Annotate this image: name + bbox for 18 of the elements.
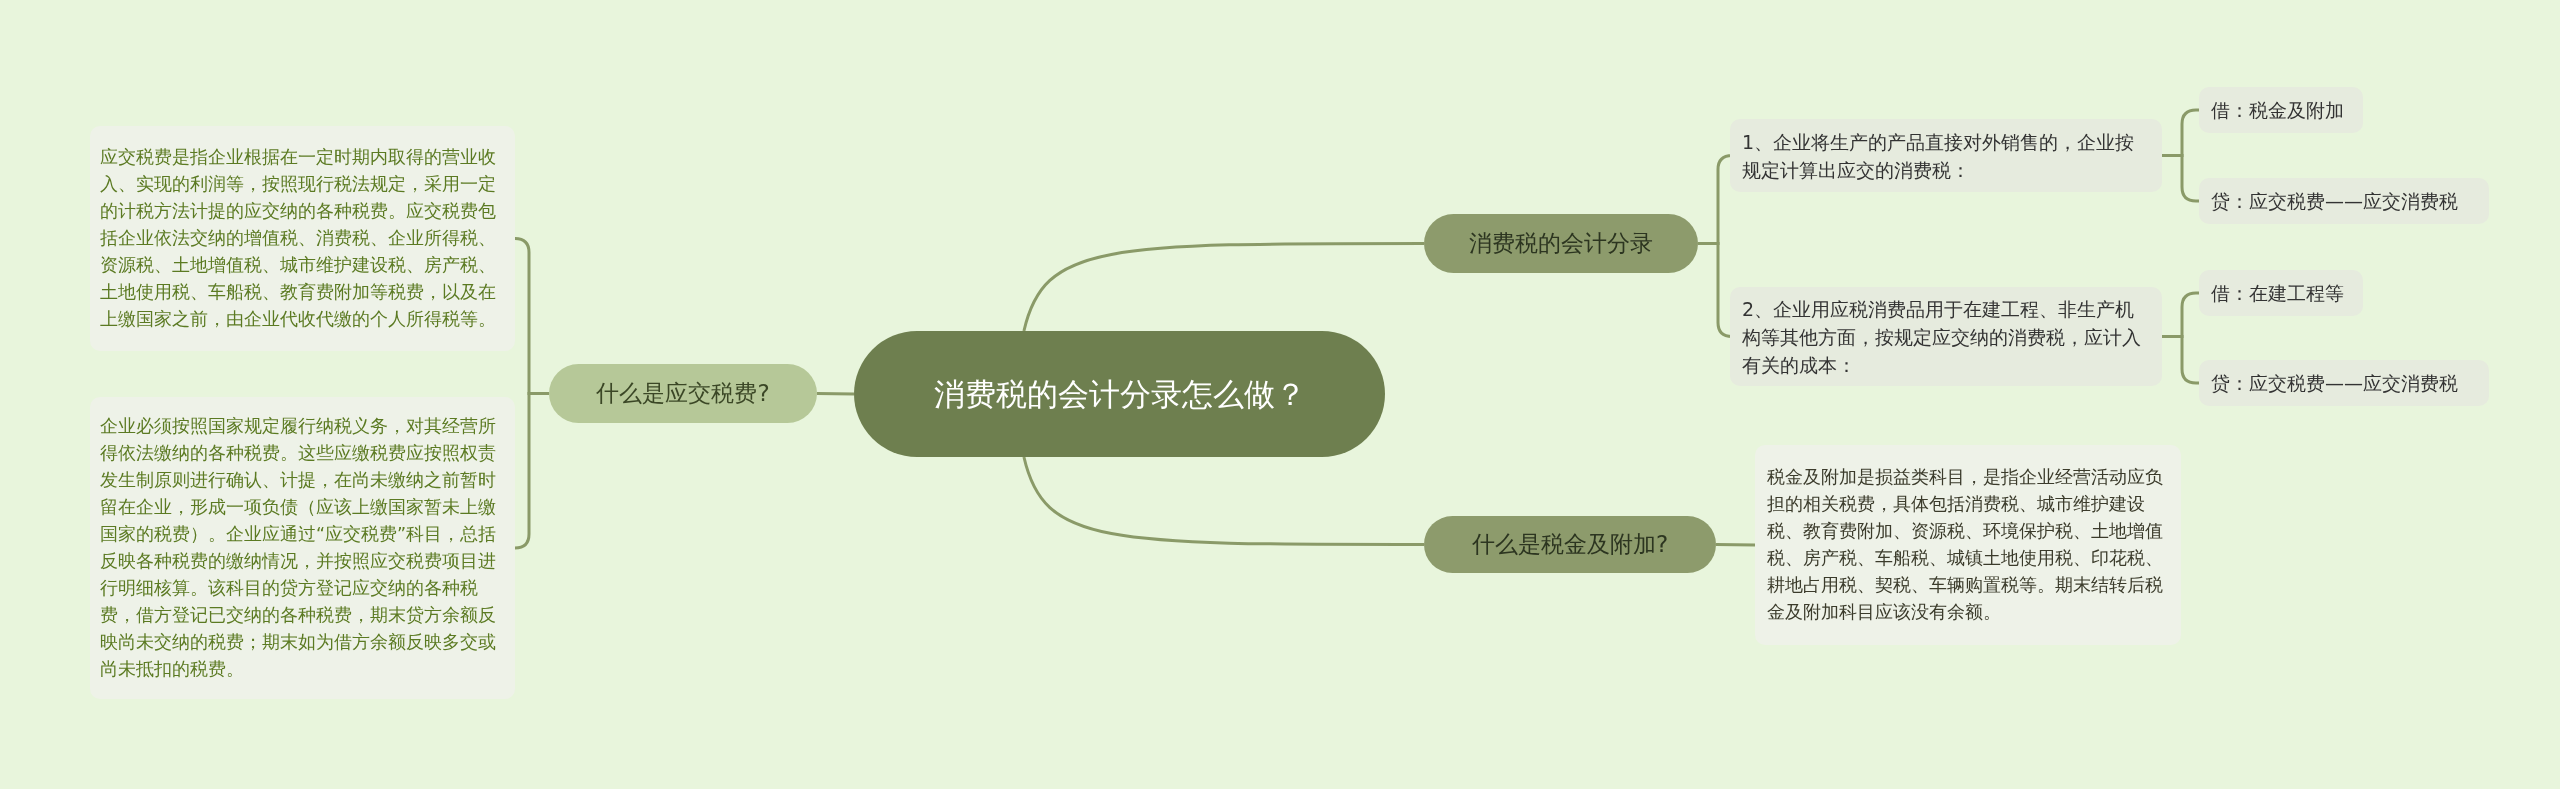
text-card: 税金及附加是损益类科目，是指企业经营活动应负担的相关税费，具体包括消费税、城市维护建设税、教育费附加、资源税、环境保护税、土地增值税、房产税、车船税、城镇土地使用税、印花税、耕地占用税、契税、车辆购置税等。期末结转后税金及附加科目应该没有余额。	[1755, 445, 2181, 645]
text-card: 借：税金及附加	[2199, 87, 2363, 133]
root-topic: 消费税的会计分录怎么做？	[854, 331, 1385, 457]
connector-line	[1022, 242, 1424, 332]
text-card: 借：在建工程等	[2199, 270, 2363, 316]
connector-line	[816, 392, 855, 396]
connector-line	[1715, 543, 1756, 547]
text-card: 贷：应交税费——应交消费税	[2199, 360, 2489, 406]
text-card: 1、企业将生产的产品直接对外销售的，企业按规定计算出应交的消费税：	[1730, 119, 2162, 192]
text-card: 2、企业用应税消费品用于在建工程、非生产机构等其他方面，按规定应交纳的消费税，应计入有关的成本：	[1730, 287, 2162, 386]
text-card: 应交税费是指企业根据在一定时期内取得的营业收入、实现的利润等，按照现行税法规定，采用一定的计税方法计提的应交纳的各种税费。应交税费包括企业依法交纳的增值税、消费税、企业所得税、资源税、土地增值税、城市维护建设税、房产税、土地使用税、车船税、教育费附加等税费，以及在上缴国家之前，由企业代收代缴的个人所得税等。	[90, 126, 515, 351]
topic-pill: 什么是税金及附加?	[1424, 516, 1716, 573]
topic-pill: 消费税的会计分录	[1424, 214, 1698, 273]
text-card: 贷：应交税费——应交消费税	[2199, 178, 2489, 224]
text-card: 企业必须按照国家规定履行纳税义务，对其经营所得依法缴纳的各种税费。这些应缴税费应按照权责发生制原则进行确认、计提，在尚未缴纳之前暂时留在企业，形成一项负债（应该上缴国家暂未上缴国家的税费）。企业应通过“应交税费”科目，总括反映各种税费的缴纳情况，并按照应交税费项目进行明细核算。该科目的贷方登记应交纳的各种税费，借方登记已交纳的各种税费，期末贷方余额反映尚未交纳的税费；期末如为借方余额反映多交或尚未抵扣的税费。	[90, 397, 515, 699]
topic-pill: 什么是应交税费?	[549, 364, 817, 423]
connector-line	[2162, 335, 2199, 385]
connector-line	[1022, 456, 1424, 546]
